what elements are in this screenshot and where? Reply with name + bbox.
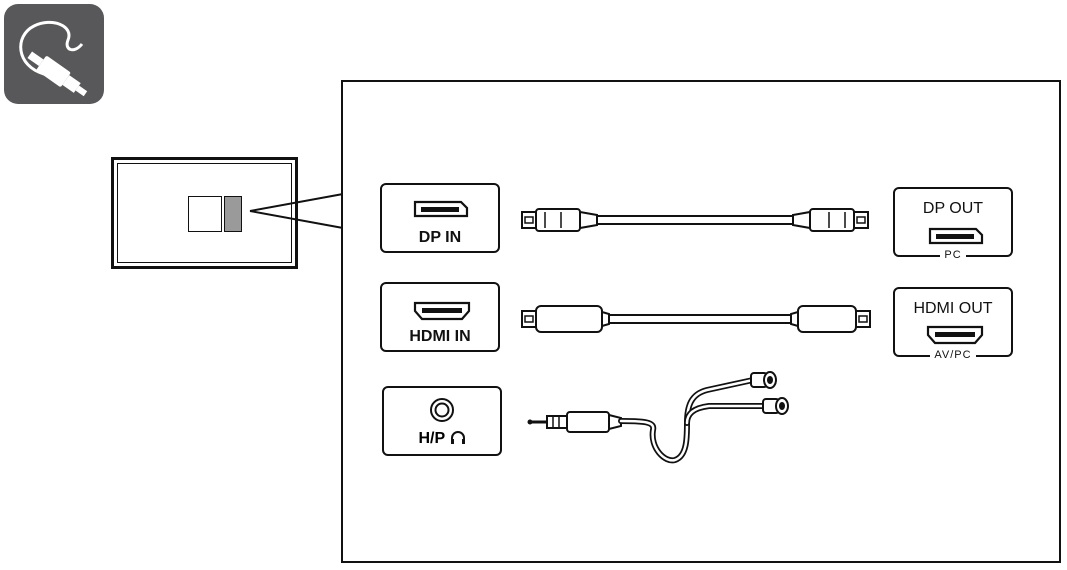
- dp-in-label: DP IN: [418, 229, 462, 246]
- displayport-connector-icon: [927, 226, 985, 251]
- dp-in-port: DP IN: [380, 183, 500, 253]
- headphone-port: H/P: [382, 386, 502, 456]
- headphone-jack-icon: [429, 397, 455, 428]
- port-block-highlight-right: [224, 196, 242, 232]
- hdmi-out-port: HDMI OUT AV/PC: [893, 287, 1013, 361]
- hdmi-cable: [521, 305, 871, 333]
- hdmi-in-label: HDMI IN: [409, 328, 471, 345]
- headphone-label: H/P: [418, 430, 446, 447]
- headphone-splitter-cable: [527, 371, 789, 464]
- monitor-rear-thumbnail: [111, 157, 298, 269]
- headphones-icon: [450, 430, 466, 450]
- hdmi-in-port: HDMI IN: [380, 282, 500, 352]
- port-block-highlight-left: [188, 196, 222, 232]
- hdmi-out-label: HDMI OUT: [913, 300, 993, 317]
- dp-out-sublabel: PC: [895, 249, 1011, 261]
- cable-connection-icon: [4, 4, 104, 104]
- hdmi-connector-icon: [925, 324, 985, 351]
- dp-out-port: DP OUT PC: [893, 187, 1013, 261]
- displayport-connector-icon: [412, 199, 470, 224]
- hdmi-out-sublabel: AV/PC: [895, 349, 1011, 361]
- displayport-cable: [521, 208, 869, 232]
- dp-out-label: DP OUT: [922, 200, 984, 217]
- hdmi-connector-icon: [412, 300, 472, 327]
